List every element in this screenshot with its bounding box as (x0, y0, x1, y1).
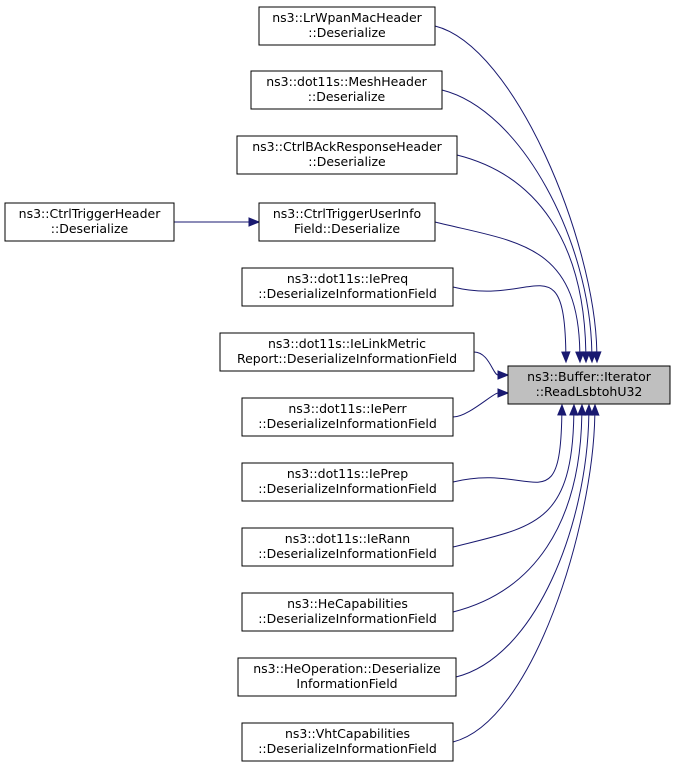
edge-arrowhead (497, 370, 510, 380)
edge-line (473, 351, 499, 376)
node-label-line: ns3::CtrlTriggerUserInfo (273, 206, 421, 221)
edges-layer (174, 25, 602, 743)
node-label-line: ::Deserialize (308, 89, 386, 104)
edge-arrowhead (569, 403, 579, 416)
node-label-line: ns3::dot11s::IeRann (285, 531, 410, 546)
edge-line (452, 414, 596, 743)
caller-function-node[interactable]: ns3::dot11s::MeshHeader::Deserialize (250, 70, 443, 110)
caller-function-node[interactable]: ns3::HeCapabilities::DeserializeInformat… (241, 592, 454, 632)
edge-line (452, 285, 567, 353)
edge-line (452, 392, 499, 418)
node-box (241, 722, 454, 762)
node-label-line: ns3::Buffer::Iterator (527, 369, 652, 384)
node-label-line: InformationField (296, 676, 397, 691)
node-label-line: ::Deserialize (51, 221, 129, 236)
edge-line (441, 89, 593, 353)
node-label-line: ns3::dot11s::MeshHeader (266, 74, 427, 89)
node-label-line: ns3::VhtCapabilities (285, 726, 410, 741)
node-label-line: ns3::HeCapabilities (287, 596, 408, 611)
node-label-line: ::DeserializeInformationField (258, 546, 437, 561)
edge-line (434, 221, 581, 353)
edge-arrowhead (575, 351, 585, 364)
edge-arrowhead (590, 403, 600, 416)
node-box (241, 527, 454, 567)
caller-function-node[interactable]: ns3::dot11s::IeRann::DeserializeInformat… (241, 527, 454, 567)
node-label-line: ::DeserializeInformationField (258, 416, 437, 431)
node-label-line: ::Deserialize (308, 25, 386, 40)
caller-function-node[interactable]: ns3::CtrlBAckResponseHeader::Deserialize (236, 135, 458, 175)
node-box (219, 332, 475, 372)
edge-line (455, 414, 590, 678)
node-label-line: ::ReadLsbtohU32 (536, 384, 643, 399)
node-label-line: ::DeserializeInformationField (258, 481, 437, 496)
edge-line (452, 414, 563, 483)
caller-function-node[interactable]: ns3::CtrlTriggerHeader::Deserialize (4, 202, 175, 242)
node-label-line: Report::DeserializeInformationField (237, 351, 457, 366)
node-box (241, 397, 454, 437)
caller-function-node[interactable]: ns3::VhtCapabilities::DeserializeInforma… (241, 722, 454, 762)
node-label-line: Field::Deserialize (294, 221, 401, 236)
caller-function-node[interactable]: ns3::CtrlTriggerUserInfoField::Deseriali… (258, 202, 436, 242)
node-label-line: ::DeserializeInformationField (258, 741, 437, 756)
node-box (258, 202, 436, 242)
edge-line (456, 154, 587, 353)
node-box (250, 70, 443, 110)
caller-function-node[interactable]: ns3::dot11s::IePerr::DeserializeInformat… (241, 397, 454, 437)
node-box (4, 202, 175, 242)
edge-arrowhead (577, 403, 587, 416)
node-label-line: ns3::HeOperation::Deserialize (253, 661, 441, 676)
caller-function-node[interactable]: ns3::HeOperation::DeserializeInformation… (237, 657, 457, 697)
edge-arrowhead (561, 351, 571, 364)
caller-function-node[interactable]: ns3::dot11s::IeLinkMetricReport::Deseria… (219, 332, 475, 372)
node-box (507, 365, 671, 405)
caller-function-node[interactable]: ns3::dot11s::IePrep::DeserializeInformat… (241, 462, 454, 502)
caller-function-node[interactable]: ns3::dot11s::IePreq::DeserializeInformat… (241, 267, 454, 307)
edge-line (452, 414, 575, 548)
node-box (258, 6, 436, 46)
nodes-layer: ns3::Buffer::Iterator::ReadLsbtohU32ns3:… (4, 6, 671, 762)
caller-function-node[interactable]: ns3::LrWpanMacHeader::Deserialize (258, 6, 436, 46)
node-label-line: ns3::CtrlTriggerHeader (19, 206, 162, 221)
node-label-line: ::Deserialize (308, 154, 386, 169)
edge-arrowhead (557, 403, 567, 416)
edge-line (434, 25, 598, 353)
node-box (241, 462, 454, 502)
node-label-line: ns3::dot11s::IePerr (288, 401, 407, 416)
target-function-node[interactable]: ns3::Buffer::Iterator::ReadLsbtohU32 (507, 365, 671, 405)
node-label-line: ns3::LrWpanMacHeader (272, 10, 422, 25)
node-box (241, 592, 454, 632)
node-label-line: ns3::dot11s::IeLinkMetric (268, 336, 426, 351)
node-box (237, 657, 457, 697)
edge-line (452, 414, 583, 613)
edge-arrowhead (497, 388, 510, 398)
node-box (241, 267, 454, 307)
node-label-line: ns3::CtrlBAckResponseHeader (252, 139, 442, 154)
edge-arrowhead (248, 217, 261, 227)
node-label-line: ns3::dot11s::IePreq (287, 271, 408, 286)
node-label-line: ::DeserializeInformationField (258, 611, 437, 626)
node-box (236, 135, 458, 175)
node-label-line: ::DeserializeInformationField (258, 286, 437, 301)
node-label-line: ns3::dot11s::IePrep (287, 466, 408, 481)
